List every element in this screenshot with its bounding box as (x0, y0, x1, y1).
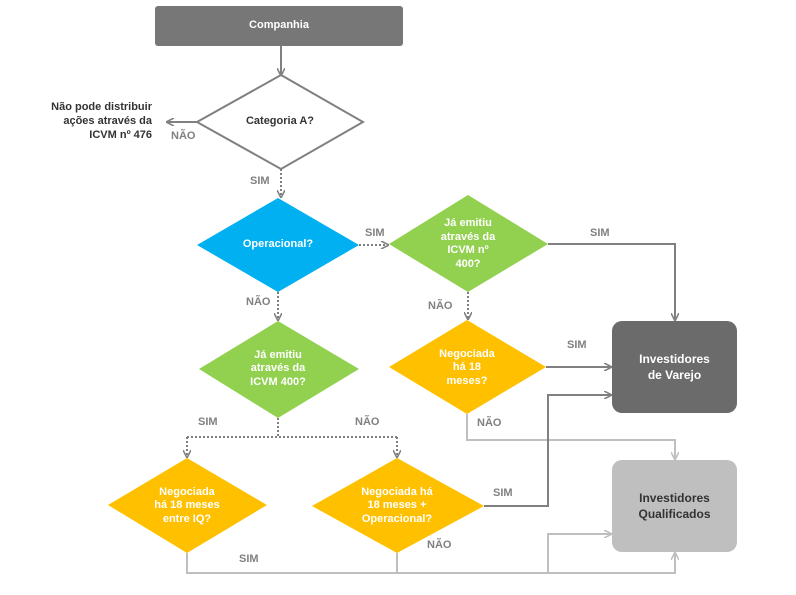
edge-ja-emitiu-right-sim (548, 243, 675, 320)
ja-emitiu-right-label: Já emitiu através da ICVM nº 400? (440, 217, 496, 270)
edge-qualificados-merge (547, 534, 611, 573)
edge-label-sim-negociada-iq: SIM (239, 553, 259, 565)
edge-label-nao-ja-emitiu-left: NÃO (355, 416, 380, 428)
negociada-operacional-diamond (312, 458, 484, 553)
negociada-operacional-label: Negociada há 18 meses + Operacional? (361, 485, 433, 525)
edge-label-nao-operacional: NÃO (246, 296, 271, 308)
investidores-qualificados-box (612, 460, 737, 552)
edge-label-sim-negociada-right: SIM (567, 339, 587, 351)
nao-pode-distribuir-note: Não pode distribuir ações através da ICV… (51, 101, 152, 141)
edge-label-sim-ja-emitiu-left: SIM (198, 416, 218, 428)
operacional-label: Operacional? (242, 238, 314, 251)
edge-negociada-iq-sim (186, 553, 675, 574)
negociada-18-right-diamond (389, 320, 546, 414)
edge-label-nao-negociada-operacional: NÃO (427, 539, 452, 551)
edge-negociada-operacional-sim (484, 395, 611, 507)
ja-emitiu-left-label: Já emitiu através da ICVM 400? (250, 348, 306, 388)
investidores-qualificados-label: Investidores Qualificados (638, 491, 711, 521)
edge-label-sim-negociada-operacional: SIM (493, 487, 513, 499)
investidores-varejo-label: Investidores de Varejo (639, 352, 710, 382)
negociada-iq-diamond (108, 458, 267, 553)
negociada-18-right-label: Negociada há 18 meses? (439, 347, 495, 387)
ja-emitiu-left-diamond (199, 321, 359, 418)
edge-label-sim-categoria: SIM (250, 175, 270, 187)
edge-label-sim-operacional: SIM (365, 227, 385, 239)
edge-ja-emitiu-left-branches (187, 418, 397, 438)
categoria-a-label: Categoria A? (245, 115, 315, 128)
companhia-box (155, 6, 403, 46)
operacional-diamond (197, 198, 359, 292)
companhia-label: Companhia (249, 19, 309, 32)
investidores-varejo-box (612, 321, 737, 413)
negociada-iq-label: Negociada há 18 meses entre IQ? (154, 485, 220, 525)
edge-label-nao-negociada-right: NÃO (477, 417, 502, 429)
ja-emitiu-right-diamond (389, 195, 548, 292)
edge-label-nao-categoria: NÃO (171, 130, 196, 142)
edge-label-sim-ja-emitiu-right: SIM (590, 227, 610, 239)
edge-label-nao-ja-emitiu-right: NÃO (428, 300, 453, 312)
edge-negociada-right-nao (466, 414, 675, 459)
